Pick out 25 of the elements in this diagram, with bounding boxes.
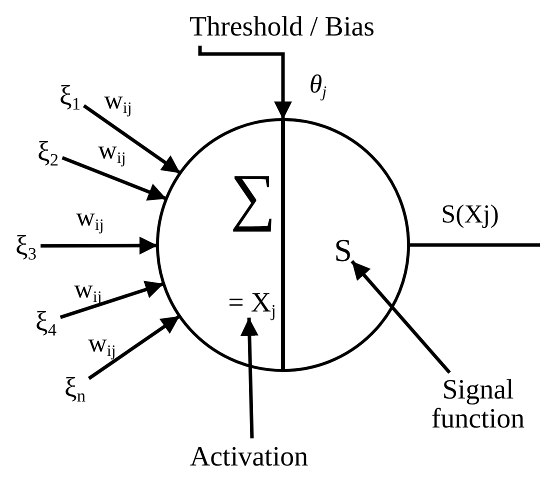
signal-symbol: S [334, 234, 352, 268]
bias-label: θ$_{j}$ [309, 70, 327, 98]
arrow [40, 236, 158, 255]
weight-label: w$_{ij}$ [76, 203, 104, 231]
input-label: ξ$_{1}$ [59, 81, 81, 111]
input-label: ξ$_{4}$ [35, 307, 57, 337]
output-line [408, 243, 540, 247]
signal-function-label: Signal function [408, 376, 548, 434]
arrow [60, 280, 164, 319]
input-label: ξ$_{2}$ [37, 137, 59, 167]
arrow [82, 104, 182, 175]
input-label: ξ$_{3}$ [15, 231, 37, 261]
arrow [240, 318, 259, 438]
weight-label: w$_{ij}$ [104, 86, 132, 114]
activation-label: Activation [190, 442, 308, 472]
input-label: ξ$_{n}$ [64, 373, 86, 403]
arrow [62, 156, 167, 201]
arrow [198, 46, 292, 120]
output-label: S(Xj) [441, 200, 499, 228]
weight-label: w$_{ij}$ [98, 136, 126, 164]
weight-label: w$_{ij}$ [88, 329, 116, 357]
activation-value-text: = X$_{j}$ [228, 288, 276, 318]
threshold-label: Threshold / Bias [189, 12, 375, 42]
arrow [350, 260, 451, 374]
neuron-circle [156, 118, 410, 372]
